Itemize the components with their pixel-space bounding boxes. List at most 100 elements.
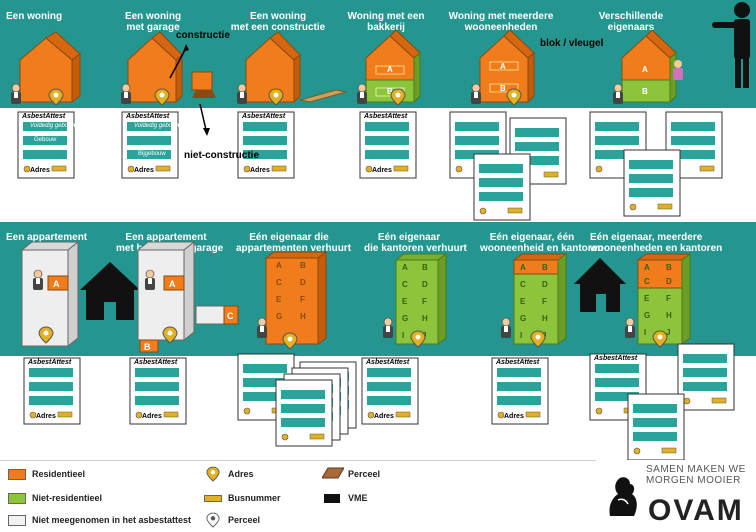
- unit-letter: F: [542, 297, 547, 306]
- unit-letter: A: [53, 279, 60, 289]
- attest-adres: Adres: [30, 167, 50, 174]
- unit-letter: C: [644, 277, 650, 286]
- attest-adres: Adres: [372, 167, 392, 174]
- unit-letter: F: [422, 297, 427, 306]
- unit-letter: G: [644, 311, 650, 320]
- legend-swatch-niet-meegenomen: [8, 515, 26, 526]
- brand-slogan-line2: MORGEN MOOIER: [646, 475, 741, 486]
- caption-een-woning: Een woning: [6, 11, 63, 22]
- unit-letter: D: [300, 278, 306, 287]
- legend-residentieel: Residentieel: [32, 469, 86, 479]
- unit-letter: G: [276, 312, 282, 321]
- unit-letter: D: [542, 280, 548, 289]
- unit-letter: C: [276, 278, 282, 287]
- legend-perceel-pin: Perceel: [228, 515, 261, 525]
- annotation-blok-vleugel: blok / vleugel: [540, 38, 604, 49]
- unit-letter: D: [422, 280, 428, 289]
- unit-letter: E: [644, 294, 650, 303]
- attest-adres: Adres: [374, 413, 394, 420]
- tower-wooneenheid-kantoren: [512, 253, 568, 345]
- house-silhouette-right: [574, 258, 626, 312]
- caption-een-appartement: Een appartement: [6, 232, 88, 243]
- brand-slogan: SAMEN MAKEN WE MORGEN MOOIER: [646, 464, 746, 486]
- unit-letter: I: [520, 331, 522, 340]
- unit-letter: E: [520, 297, 526, 306]
- attest-adres: Adres: [250, 167, 270, 174]
- house-meerdere-wooneenheden: [479, 29, 535, 104]
- unit-letter: F: [666, 294, 671, 303]
- tower-kantoren: [394, 253, 448, 345]
- unit-letter: G: [520, 314, 526, 323]
- brand-slogan-line1: SAMEN MAKEN WE: [646, 464, 746, 475]
- legend-perceel-icon: [322, 467, 344, 479]
- legend-adres: Adres: [228, 469, 254, 479]
- attest-bijgebouw: Bijgebouw: [138, 151, 166, 157]
- unit-letter: I: [402, 331, 404, 340]
- house-woning-garage: [127, 31, 216, 104]
- unit-letter: A: [644, 263, 650, 272]
- attest-title: AsbestAttest: [594, 355, 638, 362]
- unit-letter: A: [387, 65, 393, 74]
- unit-letter: F: [300, 295, 305, 304]
- scenario-illustrations: A B A B A B: [10, 2, 750, 460]
- unit-letter: C: [520, 280, 526, 289]
- attest-adres: Adres: [134, 167, 154, 174]
- attest-vo-label: Voldedig gebouw: [30, 123, 76, 129]
- flemish-lion-logo-icon: [609, 477, 637, 516]
- brand-block: SAMEN MAKEN WE MORGEN MOOIER OVAM: [598, 460, 756, 532]
- attest-title: AsbestAttest: [364, 113, 408, 120]
- unit-letter: B: [422, 263, 428, 272]
- unit-letter: A: [402, 263, 408, 272]
- unit-letter: H: [300, 312, 306, 321]
- unit-letter: B: [387, 87, 393, 96]
- house-silhouette: [80, 262, 140, 320]
- unit-letter: D: [666, 277, 672, 286]
- tower-meerdere-wooneenheden-kantoren: [636, 253, 692, 345]
- unit-letter: A: [169, 279, 176, 289]
- attest-adres: Adres: [36, 413, 56, 420]
- legend-address-pin-icon: [206, 466, 220, 482]
- attest-title: AsbestAttest: [126, 113, 170, 120]
- unit-letter: H: [542, 314, 548, 323]
- brand-name: OVAM: [648, 494, 744, 527]
- tower-appartementen: [264, 251, 328, 345]
- unit-letter: H: [666, 311, 672, 320]
- house-verschillende-eigenaars: [621, 29, 677, 104]
- legend-swatch-residentieel: [8, 469, 26, 480]
- legend-vme: VME: [348, 493, 368, 503]
- attest-doc: [17, 111, 723, 221]
- legend-vme-icon: [324, 494, 340, 503]
- legend-busnummer: Busnummer: [228, 493, 281, 503]
- unit-letter: B: [144, 342, 151, 352]
- house-een-woning: [19, 31, 81, 103]
- legend-swatch-niet-residentieel: [8, 493, 26, 504]
- legend: Residentieel Niet-residentieel Niet meeg…: [0, 460, 596, 532]
- unit-letter: A: [642, 65, 648, 74]
- unit-letter: I: [644, 328, 646, 337]
- unit-letter: B: [642, 87, 648, 96]
- unit-letter: A: [500, 62, 506, 71]
- house-woning-constructie: [245, 31, 347, 104]
- attest-adres: Adres: [504, 413, 524, 420]
- legend-niet-residentieel: Niet-residentieel: [32, 493, 103, 503]
- owner-silhouette: [712, 2, 750, 88]
- attest-title: AsbestAttest: [366, 359, 410, 366]
- unit-letter: A: [520, 263, 526, 272]
- legend-perceel-pin-icon: [206, 512, 220, 528]
- unit-letter: C: [402, 280, 408, 289]
- unit-letter: B: [542, 263, 548, 272]
- attest-vo-label: Voldedig gebouw: [134, 123, 180, 129]
- unit-letter: A: [276, 261, 282, 270]
- attest-gebouw: Gebouw: [34, 137, 57, 143]
- unit-letter: H: [422, 314, 428, 323]
- unit-letter: E: [402, 297, 408, 306]
- attest-title: AsbestAttest: [28, 359, 72, 366]
- annotation-constructie: constructie: [176, 30, 230, 41]
